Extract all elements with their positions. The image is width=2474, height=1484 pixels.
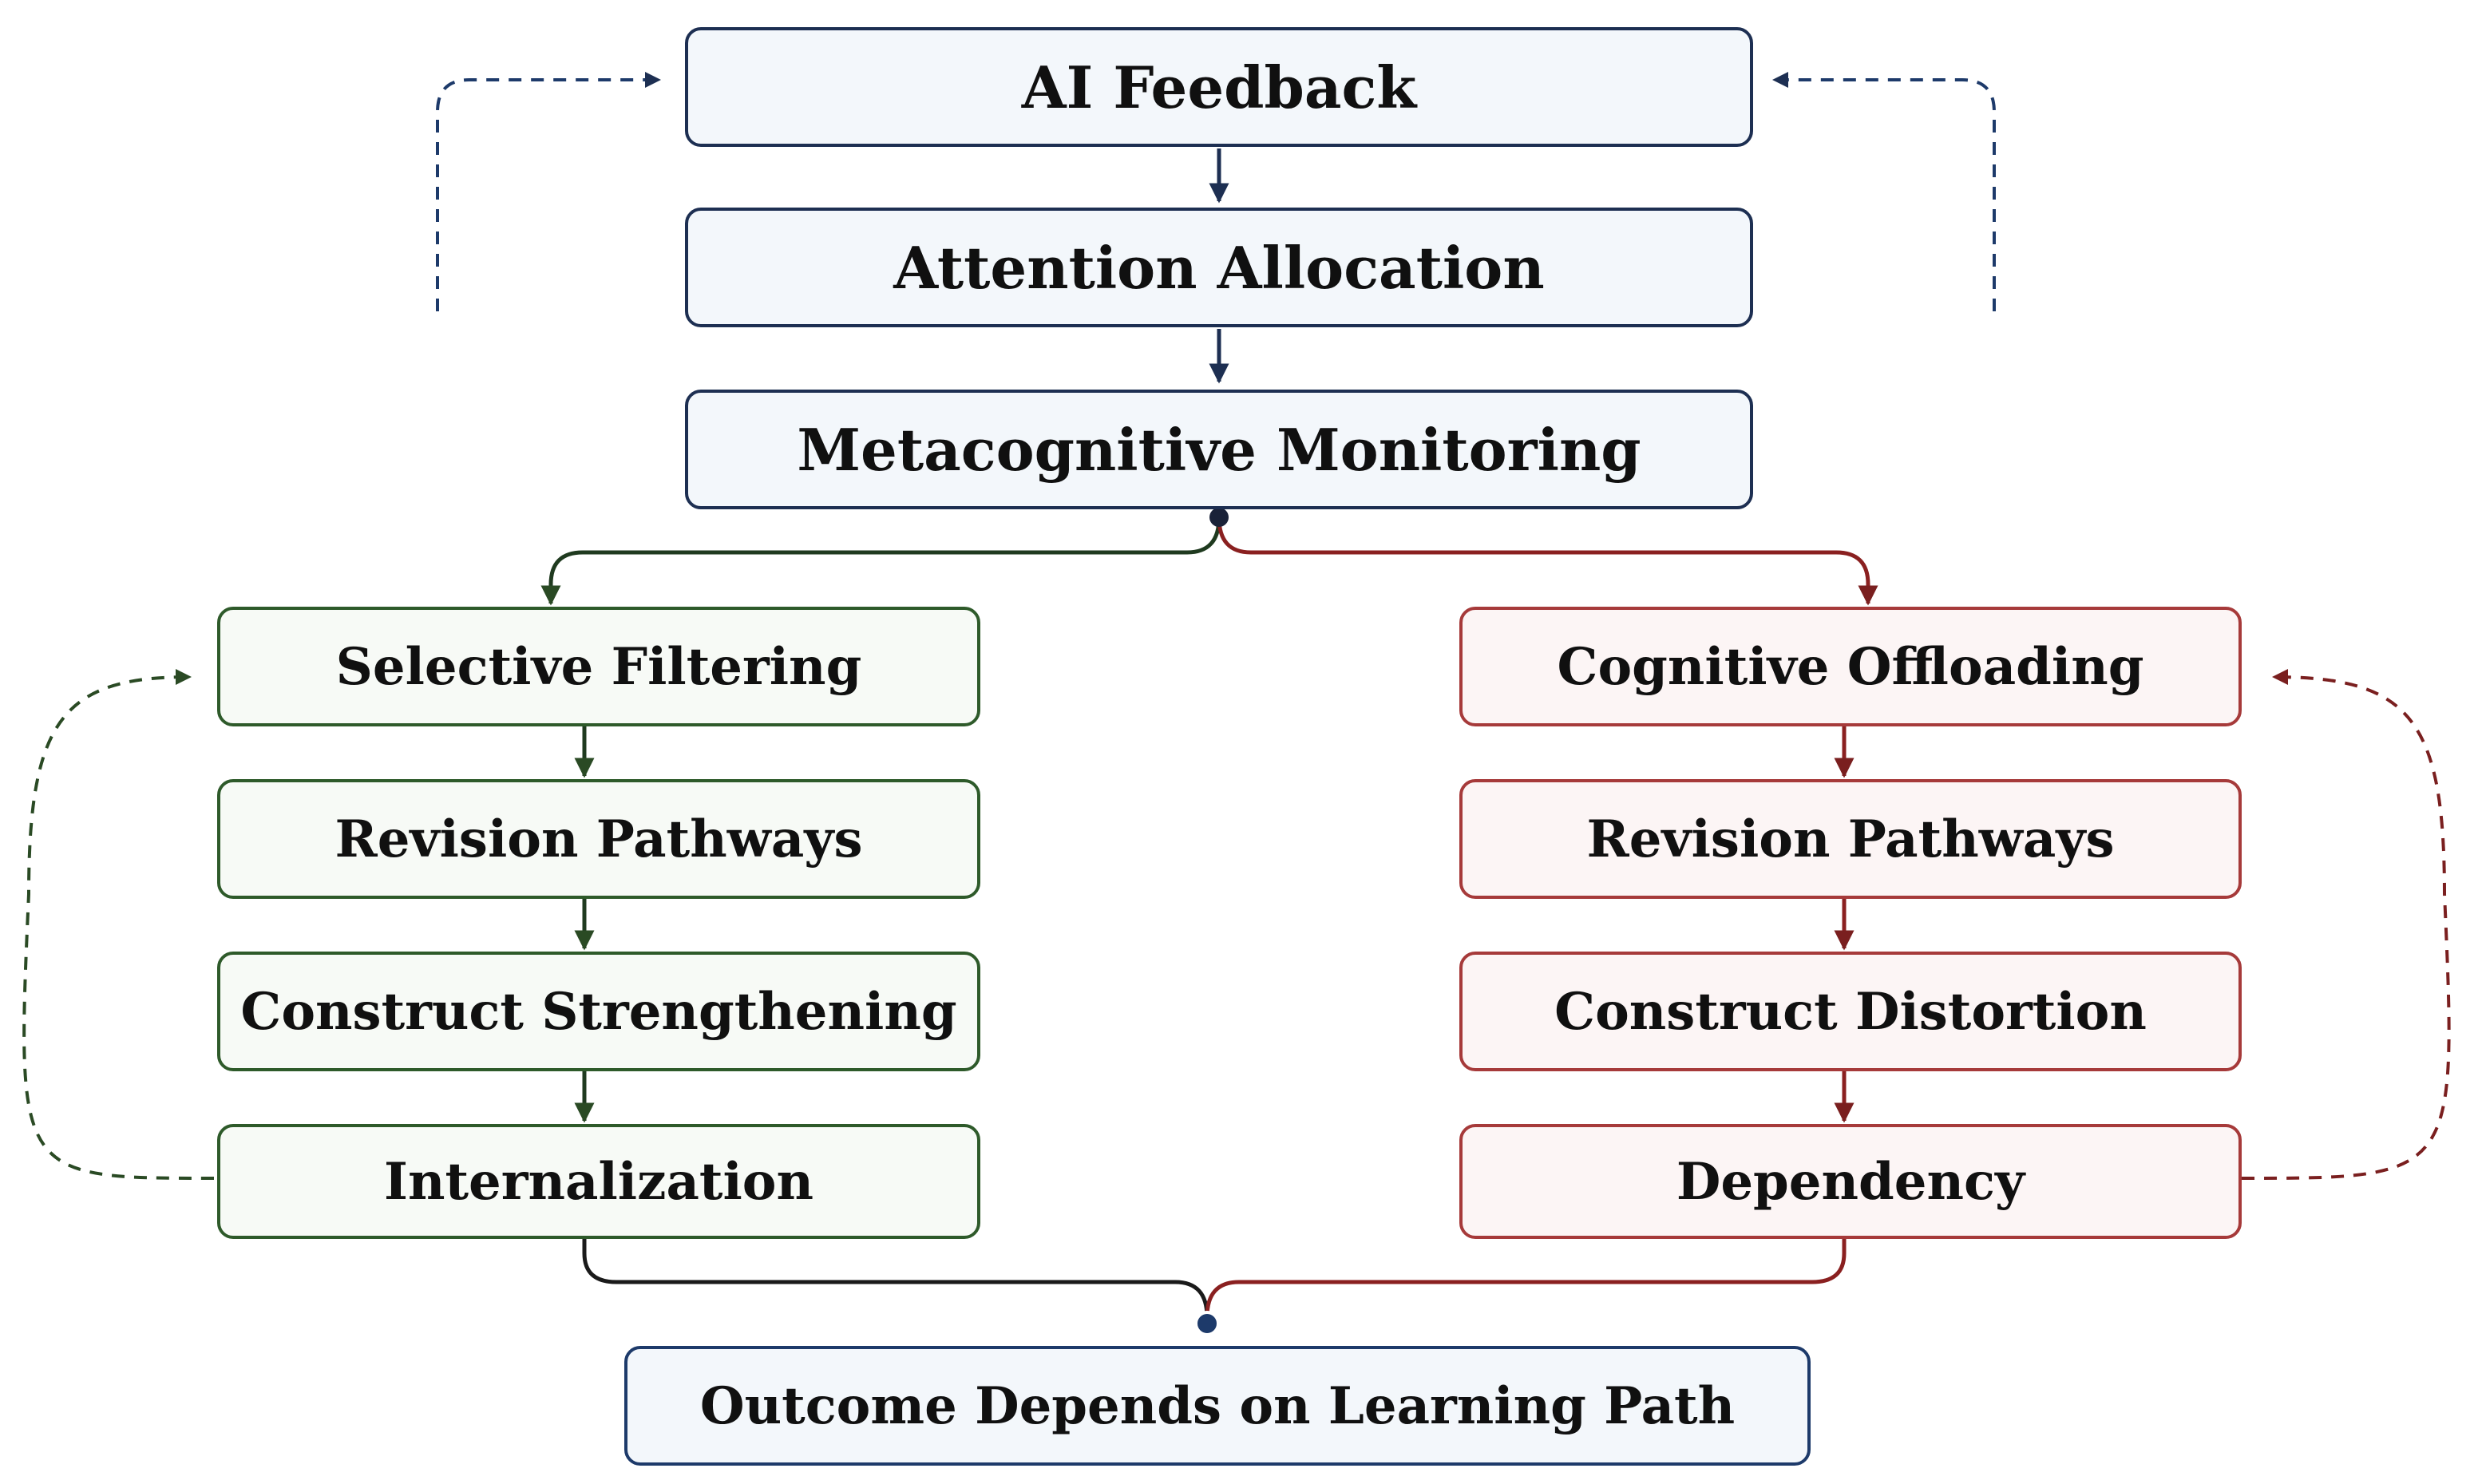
outcome-label: Outcome Depends on Learning Path xyxy=(699,1375,1736,1436)
productive-step-label: Internalization xyxy=(384,1151,813,1212)
outcome-box: Outcome Depends on Learning Path xyxy=(624,1346,1811,1466)
unproductive-step-box: Construct Distortion xyxy=(1459,952,2242,1071)
unproductive-step-label: Cognitive Offloading xyxy=(1557,636,2144,697)
split-to-unproductive-path xyxy=(1217,516,1878,606)
productive-step-box: Revision Pathways xyxy=(217,779,980,899)
productive-step-label: Revision Pathways xyxy=(334,809,863,869)
split-to-productive-path xyxy=(540,516,1221,606)
productive-step-label: Construct Strengthening xyxy=(240,981,957,1042)
metacognitive-monitoring-label: Metacognitive Monitoring xyxy=(797,415,1641,484)
unproductive-step-box: Cognitive Offloading xyxy=(1459,607,2242,726)
unproductive-step-box: Revision Pathways xyxy=(1459,779,2242,899)
unproductive-dashed-loop xyxy=(2241,669,2451,1180)
productive-step-box: Internalization xyxy=(217,1124,980,1239)
unproductive-step-label: Dependency xyxy=(1676,1151,2025,1212)
unproductive-step-label: Revision Pathways xyxy=(1586,809,2115,869)
merge-junction-dot xyxy=(1194,1311,1220,1336)
split-junction-dot xyxy=(1209,508,1229,527)
metacognitive-monitoring-box: Metacognitive Monitoring xyxy=(685,390,1753,509)
unproductive-to-outcome-connector xyxy=(1205,1239,1847,1318)
productive-step-box: Construct Strengthening xyxy=(217,952,980,1071)
attention-allocation-box: Attention Allocation xyxy=(685,208,1753,327)
productive-step-box: Selective Filtering xyxy=(217,607,980,726)
unproductive-step-box: Dependency xyxy=(1459,1124,2242,1239)
ai-feedback-box: AI Feedback xyxy=(685,27,1753,147)
productive-step-label: Selective Filtering xyxy=(335,636,862,697)
unproductive-step-label: Construct Distortion xyxy=(1554,981,2147,1042)
top-left-dashed-loop xyxy=(436,72,661,311)
attention-allocation-label: Attention Allocation xyxy=(893,233,1545,302)
productive-dashed-loop xyxy=(22,669,215,1180)
ai-feedback-label: AI Feedback xyxy=(1021,53,1417,121)
top-right-dashed-loop xyxy=(1772,72,1996,311)
productive-to-outcome-connector xyxy=(582,1239,1209,1318)
